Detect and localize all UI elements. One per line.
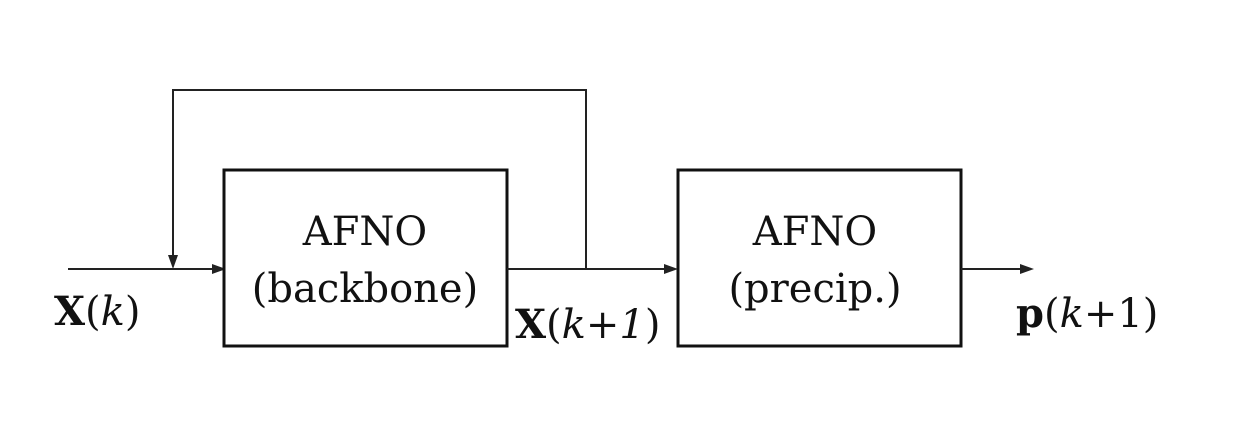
output-label-open: ( [1044,291,1060,337]
intermediate-label-one: 1 [619,302,644,348]
intermediate-label-arg: k [562,302,586,348]
input-label-arg: k [101,289,125,335]
output-label-plus: + [1084,291,1118,337]
output-label-symbol: p [1016,290,1044,337]
backbone-subtitle: (backbone) [252,266,478,312]
output-label-close: ) [1143,291,1159,337]
afno-backbone-block [222,168,509,348]
intermediate-arrowhead [664,264,678,274]
precip-title: AFNO [752,209,877,255]
output-label-one: 1 [1117,291,1142,337]
intermediate-label-plus: + [586,302,620,348]
input-label-symbol: X [54,288,85,335]
input-label-close: ) [125,289,141,335]
afno-precip-block [676,168,963,348]
feedback-loop-wire [172,89,587,269]
output-label: p(k+1) [1016,290,1158,337]
intermediate-label: X(k+1) [515,301,660,348]
intermediate-label-symbol: X [515,301,546,348]
input-arrowhead [212,264,226,274]
precip-subtitle: (precip.) [728,266,901,312]
intermediate-label-open: ( [546,302,562,348]
backbone-title: AFNO [302,209,427,255]
input-label-open: ( [85,289,101,335]
output-arrowhead [1020,264,1034,274]
input-label: X(k) [54,288,141,335]
intermediate-label-close: ) [645,302,661,348]
feedback-arrowhead [168,255,178,269]
output-label-arg: k [1060,291,1084,337]
